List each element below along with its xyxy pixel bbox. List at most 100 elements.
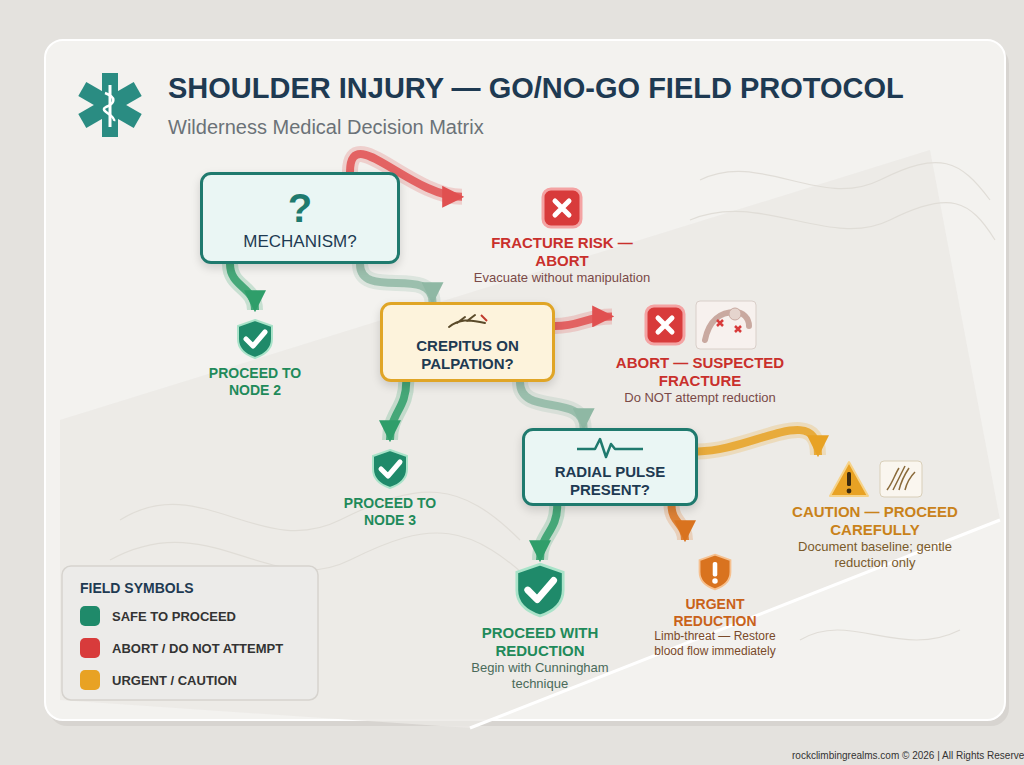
node-body: MECHANISM? xyxy=(243,232,356,252)
connector-arrow xyxy=(698,430,818,455)
palpation-hand-icon xyxy=(445,311,491,333)
pic-arm xyxy=(705,312,749,340)
legend-swatch xyxy=(80,606,100,626)
proceed-outcome: PROCEED TO NODE 2 xyxy=(190,310,320,406)
node-heading: ABORT — SUSPECTED FRACTURE xyxy=(614,354,786,390)
abort-icon xyxy=(643,303,687,347)
connector-arrow xyxy=(520,382,584,428)
node-icon xyxy=(510,560,570,620)
logo-arm xyxy=(78,82,141,128)
shoulder-illustration xyxy=(695,300,757,350)
hand-lines xyxy=(449,315,485,327)
connector-glow xyxy=(698,430,818,455)
caution-outcome: CAUTION — PROCEED CAREFULLYDocument base… xyxy=(780,455,970,575)
legend-row: SAFE TO PROCEED xyxy=(80,606,236,626)
node-heading: RADIAL PULSE PRESENT? xyxy=(531,463,689,499)
shield-shape xyxy=(238,320,272,358)
connector-glow xyxy=(555,316,612,326)
decision-box: RADIAL PULSE PRESENT? xyxy=(522,428,698,506)
topo-line xyxy=(700,163,990,200)
diagram-title: SHOULDER INJURY — GO/NO-GO FIELD PROTOCO… xyxy=(168,72,904,105)
shield-check xyxy=(528,581,554,600)
node-icon xyxy=(368,447,412,491)
proceed-outcome: PROCEED TO NODE 3 xyxy=(330,440,450,536)
pic-fingers xyxy=(887,466,915,490)
logo-arm xyxy=(78,82,141,128)
connector-glow xyxy=(360,264,433,302)
legend-text: URGENT / CAUTION xyxy=(112,673,237,688)
tilted-plane xyxy=(60,150,1000,728)
legend-swatch xyxy=(80,670,100,690)
plane-edge xyxy=(470,520,1000,728)
legend-panel xyxy=(62,566,318,700)
node-heading: PROCEED TO NODE 2 xyxy=(192,365,318,399)
node-body: Begin with Cunningham technique xyxy=(454,660,626,691)
safe-shield-icon xyxy=(368,447,412,491)
connector-glow xyxy=(672,506,685,540)
node-heading: CAUTION — PROCEED CAREFULLY xyxy=(782,503,968,539)
shield-check xyxy=(246,332,265,346)
topo-line xyxy=(120,492,520,540)
connector-glow xyxy=(390,382,406,440)
bang-bar xyxy=(713,562,718,577)
decision-box: ?MECHANISM? xyxy=(200,172,400,264)
icon-cross xyxy=(658,318,672,332)
connector-arrow xyxy=(672,506,685,540)
connector-glow xyxy=(520,382,584,428)
node-body: Do NOT attempt reduction xyxy=(624,390,776,406)
abort-outcome: FRACTURE RISK — ABORTEvacuate without ma… xyxy=(462,180,662,292)
legend-text: ABORT / DO NOT ATTEMPT xyxy=(112,641,283,656)
connector-arrow xyxy=(540,506,557,560)
node-icon xyxy=(575,435,645,459)
node-icon xyxy=(445,311,491,333)
node-heading: PROCEED WITH REDUCTION xyxy=(454,624,626,660)
bang-dot xyxy=(712,578,717,583)
pic-frame xyxy=(696,301,756,349)
star-of-life-logo xyxy=(78,73,141,137)
shield-check xyxy=(381,462,400,476)
decision-box: CREPITUS ON PALPATION? xyxy=(380,302,555,382)
shield-shape xyxy=(700,555,731,590)
subtitle: Wilderness Medical Decision Matrix xyxy=(168,116,484,139)
footer-copyright: rockclimbingrealms.com © 2026 | All Righ… xyxy=(792,750,1024,761)
node-heading: CREPITUS ON PALPATION? xyxy=(389,337,546,373)
urgent-outcome: URGENT REDUCTIONLimb-threat — Restore bl… xyxy=(640,540,790,670)
hand-illustration xyxy=(879,460,923,498)
node-body: Evacuate without manipulation xyxy=(474,270,650,286)
icon-bg xyxy=(543,189,581,227)
node-icon xyxy=(695,552,735,592)
triangle-shape xyxy=(830,462,868,496)
connector-arrow xyxy=(360,264,433,302)
node-icon xyxy=(827,459,923,499)
node-icon xyxy=(643,300,757,350)
logo-snake xyxy=(104,93,114,121)
connector-glow xyxy=(230,264,255,310)
node-heading: PROCEED TO NODE 3 xyxy=(332,495,448,529)
node-body: Limb-threat — Restore blood flow immedia… xyxy=(642,629,788,658)
connector-arrow xyxy=(390,382,406,440)
node-icon xyxy=(233,317,277,361)
shield-shape xyxy=(373,450,407,488)
abort-icon xyxy=(540,186,584,230)
pulse-line xyxy=(577,439,643,457)
legend-title: FIELD SYMBOLS xyxy=(80,580,194,596)
proceed-outcome: PROCEED WITH REDUCTIONBegin with Cunning… xyxy=(452,560,628,692)
pic-joint xyxy=(729,308,741,320)
node-body: Document baseline; gentle reduction only xyxy=(782,539,968,570)
caution-triangle-icon xyxy=(827,459,871,499)
legend-text: SAFE TO PROCEED xyxy=(112,609,236,624)
node-heading: URGENT REDUCTION xyxy=(642,596,788,630)
connector-arrow xyxy=(230,264,255,310)
hand-arrow xyxy=(481,315,487,321)
topo-line xyxy=(800,630,960,640)
legend-swatch xyxy=(80,638,100,658)
bang-dot xyxy=(847,489,852,494)
node-heading: ? xyxy=(288,184,312,232)
urgent-shield-icon xyxy=(695,552,735,592)
icon-cross xyxy=(555,201,569,215)
safe-shield-icon xyxy=(510,560,570,620)
pic-frame xyxy=(880,461,922,497)
connector-arrow xyxy=(555,316,612,326)
safe-shield-icon xyxy=(233,317,277,361)
